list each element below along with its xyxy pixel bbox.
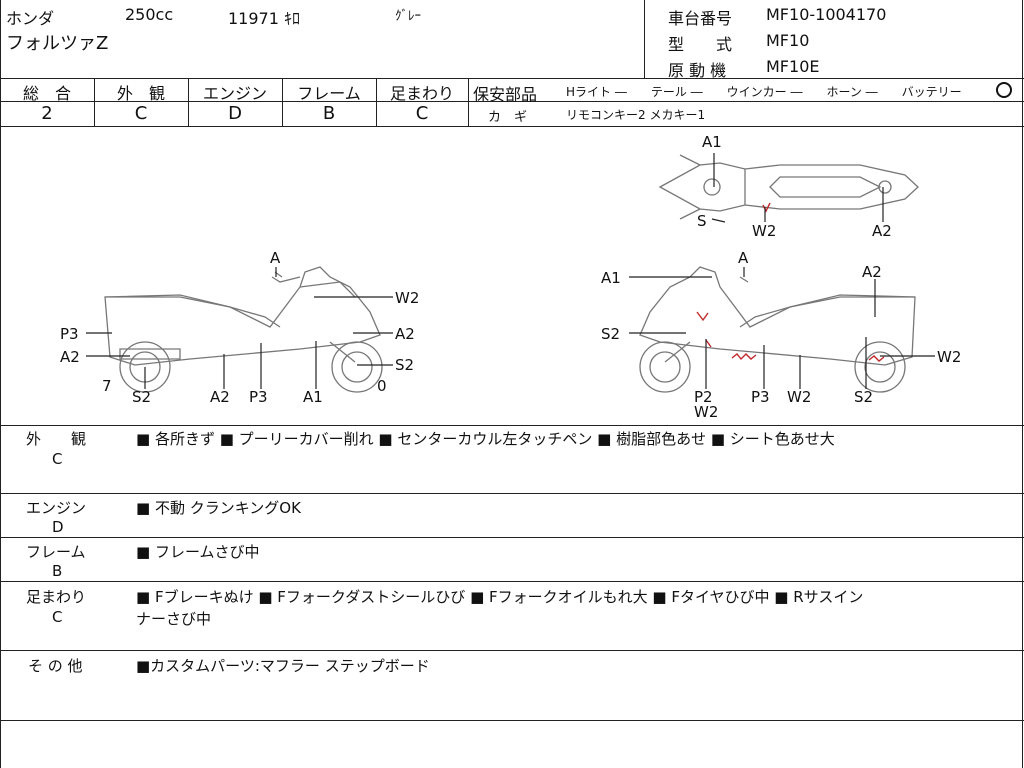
diagram-label: A1 xyxy=(303,388,323,406)
displacement: 250cc xyxy=(125,5,174,24)
grade-header-exterior: 外 観 xyxy=(116,84,165,103)
diagram-label: W2 xyxy=(787,388,811,406)
body-color: ｸﾞﾚｰ xyxy=(395,9,421,24)
diagram-label: S xyxy=(697,212,707,230)
note-title-frame: フレーム xyxy=(26,543,86,561)
scooter-right-side-view xyxy=(639,266,916,393)
note-grade-suspension: C xyxy=(52,608,63,626)
diagram-label: P2 xyxy=(694,388,713,406)
note-grade-frame: B xyxy=(52,562,63,580)
frame-number: MF10-1004170 xyxy=(766,5,887,24)
diagram-label: S2 xyxy=(132,388,151,406)
grade-header-overall: 総 合 xyxy=(22,84,71,103)
maker: ホンダ xyxy=(6,9,55,28)
diagram-label: A1 xyxy=(702,133,722,151)
note-title-suspension: 足まわり xyxy=(26,588,87,606)
type-value: MF10 xyxy=(766,31,810,50)
engine-model-value: MF10E xyxy=(766,57,820,76)
diagram-label: P3 xyxy=(751,388,770,406)
scooter-left-side-view xyxy=(104,266,383,393)
divider xyxy=(376,78,377,126)
diagram-label: W2 xyxy=(694,403,718,421)
diagram-label: P3 xyxy=(60,325,79,343)
mileage: 11971 ｷﾛ xyxy=(228,9,300,28)
scooter-top-view xyxy=(658,154,919,220)
diagram-label: A2 xyxy=(862,263,882,281)
grade-frame: B xyxy=(322,103,336,124)
divider xyxy=(0,78,1024,79)
note-title-engine: エンジン xyxy=(26,499,87,517)
battery-ok-mark xyxy=(996,82,1012,98)
note-text-suspension: ■ Fブレーキぬけ ■ Fフォークダストシールひび ■ Fフォークオイルもれ大 … xyxy=(136,588,864,606)
grade-exterior: C xyxy=(134,103,148,124)
diagram-label: W2 xyxy=(752,222,776,240)
grade-header-frame: フレーム xyxy=(297,84,361,103)
grade-header-suspension: 足まわり xyxy=(389,84,454,103)
divider xyxy=(0,720,1024,721)
diagram-label: A xyxy=(738,249,749,267)
note-text-frame: ■ フレームさび中 xyxy=(136,543,260,561)
diagram-labels: A1 S W2 A2 A W2 P3 A2 A2 S2 7 S2 A2 P3 A… xyxy=(60,133,961,421)
leader-lines xyxy=(86,153,935,389)
note-grade-engine: D xyxy=(52,518,64,536)
diagram-label: A2 xyxy=(60,348,80,366)
damage-marks xyxy=(696,202,885,362)
divider xyxy=(0,493,1024,494)
divider xyxy=(0,101,94,102)
divider xyxy=(376,101,468,102)
key-value: リモコンキー2 メカキー1 xyxy=(566,108,706,122)
divider xyxy=(0,650,1024,651)
note-grade-exterior: C xyxy=(52,450,63,468)
divider xyxy=(468,78,469,126)
divider xyxy=(94,78,95,126)
diagram-label: A xyxy=(270,249,281,267)
divider xyxy=(0,425,1024,426)
diagram-label: A1 xyxy=(601,269,621,287)
diagram-label: A2 xyxy=(395,325,415,343)
note-text-engine: ■ 不動 クランキングOK xyxy=(136,499,301,517)
diagram-label: 7 xyxy=(102,377,112,395)
diagram-label: 0 xyxy=(377,377,387,395)
frame-number-label: 車台番号 xyxy=(668,9,733,28)
divider xyxy=(94,101,188,102)
border xyxy=(1022,0,1023,768)
note-title-exterior: 外 観 xyxy=(26,430,87,448)
engine-model-label: 原 動 機 xyxy=(668,61,727,80)
grade-engine: D xyxy=(228,103,242,124)
grade-suspension: C xyxy=(415,103,429,124)
safety-parts-list: Hライト ― テール ― ウインカー ― ホーン ― バッテリー xyxy=(566,85,962,99)
diagram-label: S2 xyxy=(601,325,620,343)
diagram-label: W2 xyxy=(937,348,961,366)
divider xyxy=(0,581,1024,582)
note-title-other: そ の 他 xyxy=(28,657,83,675)
diagram-label: S2 xyxy=(854,388,873,406)
diagram-label: A2 xyxy=(872,222,892,240)
damage-diagram: A1 S W2 A2 A W2 P3 A2 A2 S2 7 S2 A2 P3 A… xyxy=(60,133,961,421)
divider xyxy=(282,101,376,102)
divider xyxy=(468,101,1024,102)
divider xyxy=(644,0,645,78)
diagram-label: P3 xyxy=(249,388,268,406)
note-text-exterior: ■ 各所きず ■ プーリーカバー削れ ■ センターカウル左タッチペン ■ 樹脂部… xyxy=(136,430,835,448)
divider xyxy=(0,126,1024,127)
key-label: カ ギ xyxy=(488,110,528,125)
diagram-label: S2 xyxy=(395,356,414,374)
divider xyxy=(188,101,282,102)
note-text-other: ■カスタムパーツ:マフラー ステップボード xyxy=(136,657,430,675)
border xyxy=(0,0,1,768)
type-label: 型 式 xyxy=(668,35,733,54)
divider xyxy=(0,537,1024,538)
safety-parts-label: 保安部品 xyxy=(473,85,538,104)
diagram-label: A2 xyxy=(210,388,230,406)
grade-overall: 2 xyxy=(41,103,53,124)
note-text-suspension-cont: ナーさび中 xyxy=(136,610,212,628)
divider xyxy=(282,78,283,126)
diagram-label: W2 xyxy=(395,289,419,307)
divider xyxy=(188,78,189,126)
model-name: フォルツァZ xyxy=(6,33,109,54)
grade-header-engine: エンジン xyxy=(202,84,267,103)
